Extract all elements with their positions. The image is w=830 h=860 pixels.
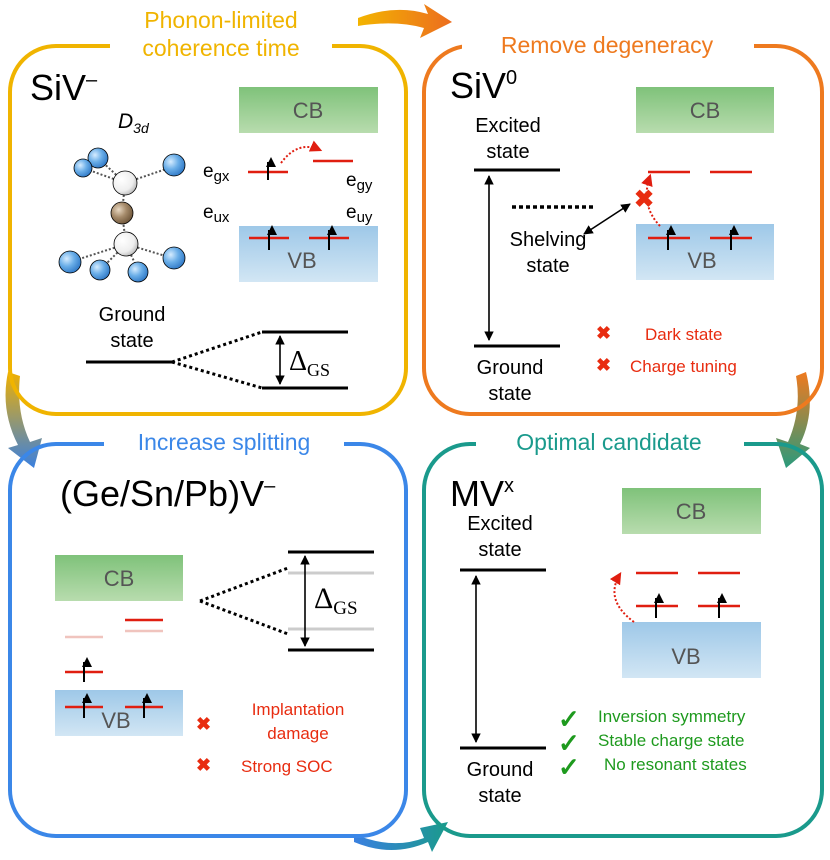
header-bg bbox=[104, 426, 344, 460]
label-egx: egx bbox=[203, 161, 230, 185]
label-egy: egy bbox=[346, 170, 373, 194]
issue-dark-state: Dark state bbox=[645, 325, 722, 344]
excited-state-label: Excited bbox=[475, 115, 541, 137]
arrow-left bbox=[5, 372, 43, 468]
label-eux: eux bbox=[203, 202, 230, 226]
header-bg bbox=[476, 426, 744, 460]
conduction-band bbox=[622, 488, 761, 534]
issue-implantation: Implantation bbox=[252, 700, 345, 719]
panel-siv-zero-header: Remove degeneracy bbox=[501, 32, 714, 58]
split-dotted bbox=[199, 566, 289, 603]
panel-siv-minus: Phonon-limited coherence time SiV– D3d bbox=[8, 4, 408, 416]
vacancy-atom bbox=[113, 231, 139, 257]
cb-label: CB bbox=[676, 499, 707, 524]
cb-label: CB bbox=[690, 98, 721, 123]
vb-label: VB bbox=[287, 248, 316, 273]
split-dotted bbox=[171, 360, 263, 390]
ground-state-label: state bbox=[478, 785, 521, 807]
benefit-stable-charge: Stable charge state bbox=[598, 731, 744, 750]
panel-siv-minus-header-line2: coherence time bbox=[142, 35, 299, 61]
excited-state-label: Excited bbox=[467, 513, 533, 535]
check-icon: ✓ bbox=[558, 704, 580, 734]
symmetry-label: D3d bbox=[118, 110, 150, 136]
issue-cross-icon: ✖ bbox=[196, 755, 211, 775]
blocked-excitation-arrow bbox=[641, 173, 661, 227]
panel-siv-minus-title: SiV– bbox=[30, 67, 98, 108]
delta-gs-label: ΔGS bbox=[314, 582, 358, 619]
silicon-atom bbox=[110, 201, 134, 225]
carbon-atom bbox=[162, 153, 186, 177]
valence-band bbox=[622, 622, 761, 678]
shelving-state-label: Shelving bbox=[510, 229, 587, 251]
valence-band bbox=[55, 690, 183, 736]
cb-label: CB bbox=[293, 98, 324, 123]
ground-state-label: state bbox=[110, 330, 153, 352]
valence-band bbox=[239, 226, 378, 282]
excitation-arrow bbox=[280, 140, 323, 164]
carbon-atom bbox=[73, 158, 93, 178]
header-bg bbox=[110, 4, 332, 62]
split-dotted bbox=[199, 599, 289, 636]
vacancy-atom bbox=[112, 170, 138, 196]
conduction-band bbox=[239, 87, 378, 133]
carbon-atom bbox=[58, 250, 82, 274]
ground-state-label: Ground bbox=[477, 357, 544, 379]
panel-siv-zero: Remove degeneracy SiV0 Excited state Gro… bbox=[422, 28, 824, 416]
issue-cross-icon: ✖ bbox=[596, 323, 611, 343]
vb-label: VB bbox=[671, 644, 700, 669]
benefit-inversion-symmetry: Inversion symmetry bbox=[598, 707, 746, 726]
ground-state-label: state bbox=[488, 383, 531, 405]
shelving-arrow bbox=[583, 203, 631, 235]
split-dotted bbox=[171, 330, 263, 364]
panel-mvx-title: MVx bbox=[450, 473, 514, 514]
issue-implantation: damage bbox=[267, 724, 328, 743]
panel-mvx-header: Optimal candidate bbox=[516, 429, 701, 455]
issue-cross-icon: ✖ bbox=[196, 714, 211, 734]
label-euy: euy bbox=[346, 202, 373, 226]
carbon-atom bbox=[87, 147, 109, 169]
arrow-top bbox=[358, 4, 452, 38]
issue-charge-tuning: Charge tuning bbox=[630, 357, 737, 376]
vb-label: VB bbox=[101, 708, 130, 733]
issue-cross-icon: ✖ bbox=[596, 355, 611, 375]
shelving-state-label: state bbox=[526, 255, 569, 277]
delta-gs-label: ΔGS bbox=[289, 346, 330, 380]
carbon-atom bbox=[89, 259, 111, 281]
panel-mvx: Optimal candidate MVx Excited state Grou… bbox=[422, 426, 824, 838]
cb-label: CB bbox=[104, 566, 135, 591]
panel-gesnpb-header: Increase splitting bbox=[138, 429, 311, 455]
carbon-atom bbox=[162, 246, 186, 270]
benefit-no-resonant: No resonant states bbox=[604, 755, 747, 774]
panel-gesnpb: Increase splitting (Ge/Sn/Pb)V– CB VB ΔG… bbox=[8, 426, 408, 838]
carbon-atom bbox=[127, 261, 149, 283]
excitation-arrow bbox=[609, 571, 635, 623]
conduction-band bbox=[55, 555, 183, 601]
arrow-bottom bbox=[354, 822, 448, 852]
excited-state-label: state bbox=[478, 539, 521, 561]
panel-gesnpb-title: (Ge/Sn/Pb)V– bbox=[60, 473, 276, 514]
issue-strong-soc: Strong SOC bbox=[241, 757, 333, 776]
ground-state-label: Ground bbox=[99, 304, 166, 326]
ground-state-label: Ground bbox=[467, 759, 534, 781]
check-icon: ✓ bbox=[558, 752, 580, 782]
vb-label: VB bbox=[687, 248, 716, 273]
panel-siv-minus-header-line1: Phonon-limited bbox=[144, 7, 297, 33]
molecule-structure bbox=[58, 147, 186, 283]
panel-siv-zero-title: SiV0 bbox=[450, 65, 517, 106]
check-icon: ✓ bbox=[558, 728, 580, 758]
valence-band bbox=[636, 224, 774, 280]
excited-state-label: state bbox=[486, 141, 529, 163]
conduction-band bbox=[636, 87, 774, 133]
blocked-cross-icon: ✖ bbox=[634, 186, 654, 213]
header-bg bbox=[462, 28, 754, 62]
